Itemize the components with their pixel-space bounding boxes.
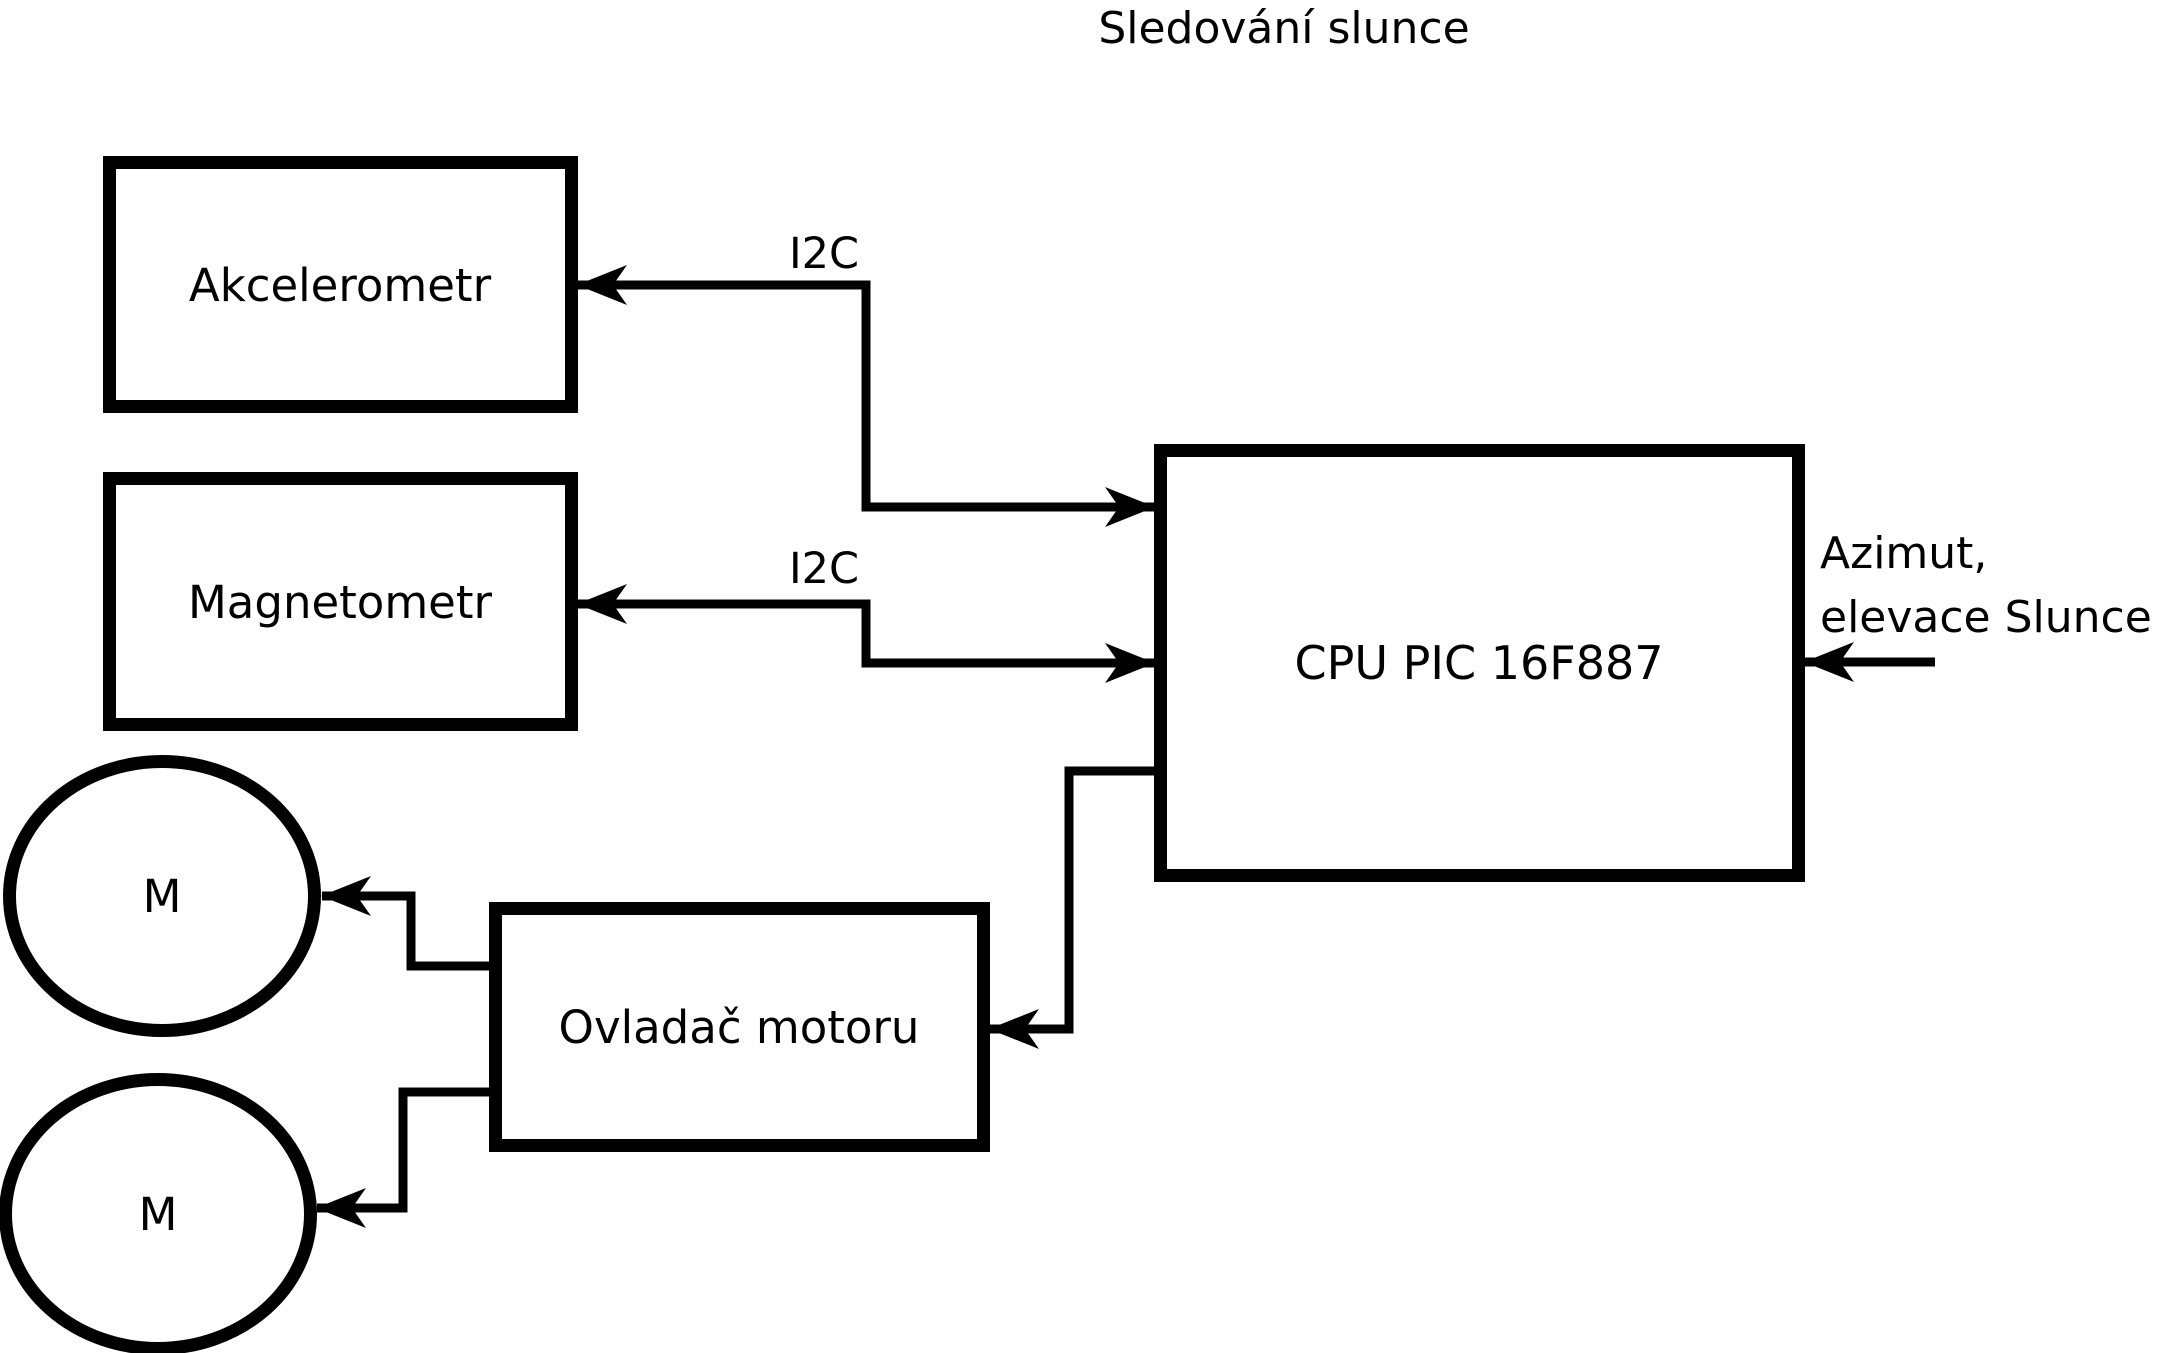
diagram-title: Sledování slunce [1098, 3, 1469, 54]
connector-ovladac-motor-bottom [316, 1087, 489, 1228]
cpu-label: CPU PIC 16F887 [1295, 636, 1664, 690]
motor-top-circle [3, 755, 321, 1037]
connector-cpu-akcelerometr-i2c [577, 265, 1155, 527]
magnetometr-box [103, 472, 578, 731]
ovladac-motoru-box [489, 902, 990, 1152]
motor-bottom: M [0, 1073, 317, 1353]
cpu-box [1154, 444, 1805, 882]
i2c-label-akcelerometr: I2C [789, 229, 859, 279]
akcelerometr-label: Akcelerometr [189, 259, 492, 312]
motor-top-label: M [143, 870, 182, 923]
motor-bottom-label: M [139, 1188, 178, 1241]
akcelerometr-box [103, 156, 578, 413]
connector-cpu-ovladac [989, 766, 1154, 1049]
connector-ovladac-motor-top [321, 876, 489, 971]
motor-bottom-circle [0, 1073, 317, 1353]
magnetometr-label: Magnetometr [188, 576, 493, 629]
i2c-label-magnetometr: I2C [789, 544, 859, 594]
ovladac-motoru-label: Ovladač motoru [559, 1001, 920, 1054]
block-ovladac-motoru: Ovladač motoru [489, 902, 990, 1152]
block-magnetometr: Magnetometr [103, 472, 578, 731]
azimut-label-line1: Azimut, [1820, 528, 1987, 579]
block-akcelerometr: Akcelerometr [103, 156, 578, 413]
connector-cpu-magnetometr-i2c [577, 584, 1155, 683]
block-cpu: CPU PIC 16F887 [1154, 444, 1805, 882]
motor-top: M [3, 755, 321, 1037]
azimut-label-line2: elevace Slunce [1820, 592, 2152, 643]
